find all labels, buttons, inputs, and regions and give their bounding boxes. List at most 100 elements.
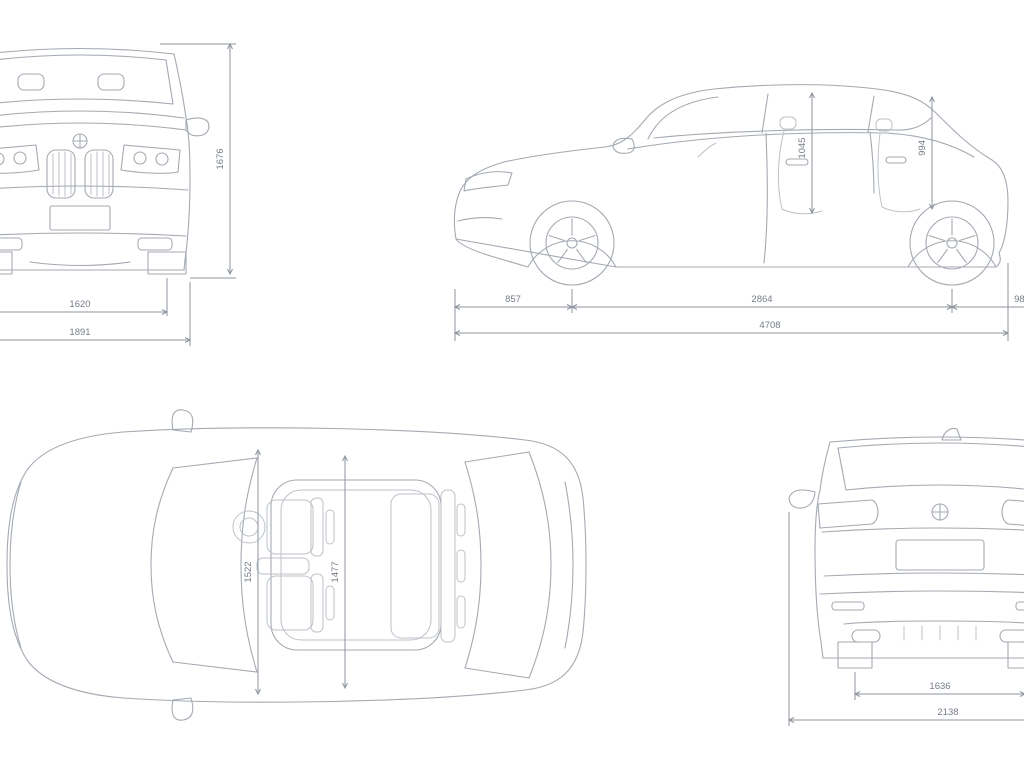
headlight-left: [0, 144, 40, 174]
dim-length-group: 857 2864 987 4708: [453, 263, 1024, 341]
drl-ring: [0, 152, 5, 166]
dim-overall-width: 1891: [0, 282, 192, 346]
front-view: [0, 47, 210, 275]
front-spokes: [548, 218, 596, 263]
rear-headrest-3: [456, 595, 466, 629]
air-intake-right: [137, 237, 173, 251]
dim-width-mirrors: 2138: [787, 512, 1024, 726]
arrowheads: [342, 454, 348, 690]
drl-ring: [13, 151, 27, 165]
door-handle-front: [785, 158, 809, 166]
rear-window-edge: [528, 451, 552, 679]
dim-label-rear-headroom: 994: [917, 140, 928, 156]
bmw-roundel-icon: [72, 133, 88, 149]
rear-wheel: [909, 200, 995, 286]
headlight-right: [120, 144, 181, 174]
dim-front-overhang: 857: [453, 294, 574, 310]
rear-headrest-2: [456, 549, 466, 583]
top-car-body: [6, 409, 587, 721]
b-pillar: [761, 93, 769, 134]
dim-label-wheelbase: 2864: [751, 294, 772, 305]
front-hub: [566, 237, 578, 249]
top-view: 1522 1477: [6, 409, 587, 721]
license-plate: [895, 539, 985, 571]
rear-headrest-1: [456, 503, 466, 537]
dim-label-rear-interior-width: 1477: [330, 561, 341, 582]
tailgate-contour: [564, 481, 574, 649]
roof-line: [829, 436, 1024, 443]
rear-tire-left: [837, 641, 873, 669]
driver-headrest: [325, 509, 335, 545]
dim-track-width: 1620: [0, 278, 169, 316]
dim-front-headroom: 1045: [797, 91, 815, 215]
passenger-seat-cushion: [266, 575, 314, 631]
a-pillar-lines: [172, 457, 258, 673]
dim-front-interior-width: 1522: [243, 448, 261, 696]
passenger-seat-back: [310, 573, 324, 633]
headrest-right: [97, 73, 125, 91]
tailgate-crease: [821, 527, 1024, 533]
door-handle-rear: [885, 156, 907, 164]
front-car-body: [0, 47, 210, 275]
center-console: [256, 557, 310, 575]
front-door-line: [763, 132, 768, 264]
rear-car-body: [788, 427, 1024, 669]
headrest-left: [17, 73, 45, 91]
diffuser-slats: [903, 625, 977, 641]
extension-lines: [854, 672, 856, 700]
drl-ring: [133, 151, 147, 165]
driver-seat-cushion: [266, 499, 314, 555]
arrowheads: [809, 91, 815, 215]
dim-label-front-headroom: 1045: [797, 137, 808, 158]
arrowheads: [929, 95, 935, 211]
taillight-right: [1001, 499, 1024, 526]
rear-view: 1636 2138: [787, 427, 1024, 726]
side-interior: [697, 116, 921, 215]
arrowheads: [227, 42, 233, 276]
drl-ring: [155, 152, 169, 166]
rear-seat-headrest: [875, 118, 893, 132]
front-bumper-line: [457, 217, 503, 222]
front-tire-right: [147, 251, 187, 275]
kidney-grille-right: [84, 149, 114, 199]
arrowheads: [255, 448, 261, 696]
arrowheads: [161, 309, 169, 315]
headlight-side: [463, 171, 513, 192]
roof-front-edge: [240, 457, 258, 673]
air-intake-left: [0, 237, 23, 251]
rear-bench-cushion: [390, 493, 440, 639]
dim-label-width-mirrors: 2138: [937, 707, 958, 718]
mirror-right: [185, 117, 210, 137]
front-seat: [777, 130, 823, 215]
dim-label-front-interior-width: 1522: [243, 561, 254, 582]
hood-line: [0, 122, 187, 131]
roof-line: [0, 47, 175, 55]
mirror-left: [788, 489, 816, 509]
windshield: [0, 54, 174, 105]
front-rim: [545, 216, 599, 270]
panoramic-roof: [270, 479, 442, 651]
dim-label-overall-length: 4708: [759, 320, 780, 331]
tailgate-lower-edge: [823, 572, 1024, 577]
rear-seat: [877, 132, 921, 213]
cowl-line: [0, 110, 185, 119]
diffuser: [843, 620, 1024, 625]
body-silhouette: [453, 84, 1009, 268]
side-mirror: [612, 137, 635, 154]
steering-wheel: [232, 510, 266, 544]
skid-plate: [29, 261, 131, 267]
body-outline: [0, 53, 191, 271]
arrowheads: [950, 304, 958, 310]
dim-rear-headroom: 994: [917, 95, 935, 211]
taillight-left: [817, 499, 879, 529]
rear-hub: [946, 237, 958, 249]
dim-rear-track: 1636: [853, 672, 1024, 700]
front-tire-left: [0, 251, 13, 275]
dim-label-track-width: 1620: [69, 299, 90, 310]
beltline: [627, 132, 975, 158]
passenger-headrest: [325, 585, 335, 621]
bumper-line: [0, 185, 189, 191]
body-outline: [814, 441, 1024, 659]
rear-tire-right: [1007, 641, 1024, 669]
